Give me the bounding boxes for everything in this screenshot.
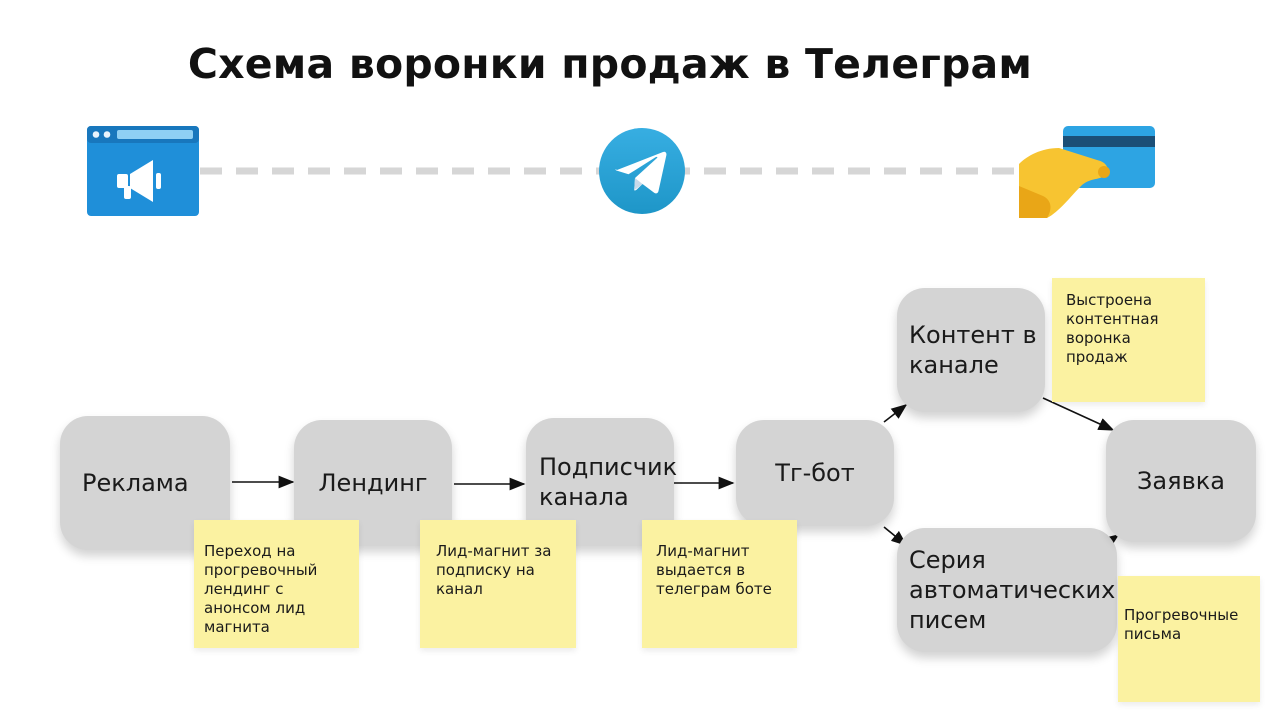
page-title: Схема воронки продаж в Телеграм [187,40,1033,88]
node-tgbot: Тг-бот [736,420,894,526]
note-seriya: Прогревочные письма [1118,576,1260,702]
arrow-tgbot-kontent [883,404,908,423]
node-kontent: Контент в канале [897,288,1045,412]
note-kontent: Выстроена контентная воронка продаж [1052,278,1205,402]
arrow-kontent-zayavka [1042,397,1115,431]
browser-megaphone-icon [87,126,199,216]
note-podpischik: Лид-магнит выдается в телеграм боте [642,520,797,648]
node-reklama: Реклама [60,416,230,550]
note-reklama: Переход на прогревочный лендинг с анонсо… [194,520,359,648]
hand-card-payment-icon [1019,126,1155,218]
node-seriya: Серия автоматических писем [897,528,1117,652]
node-zayavka: Заявка [1106,420,1256,542]
note-lending: Лид-магнит за подписку на канал [420,520,576,648]
telegram-icon [599,128,685,214]
